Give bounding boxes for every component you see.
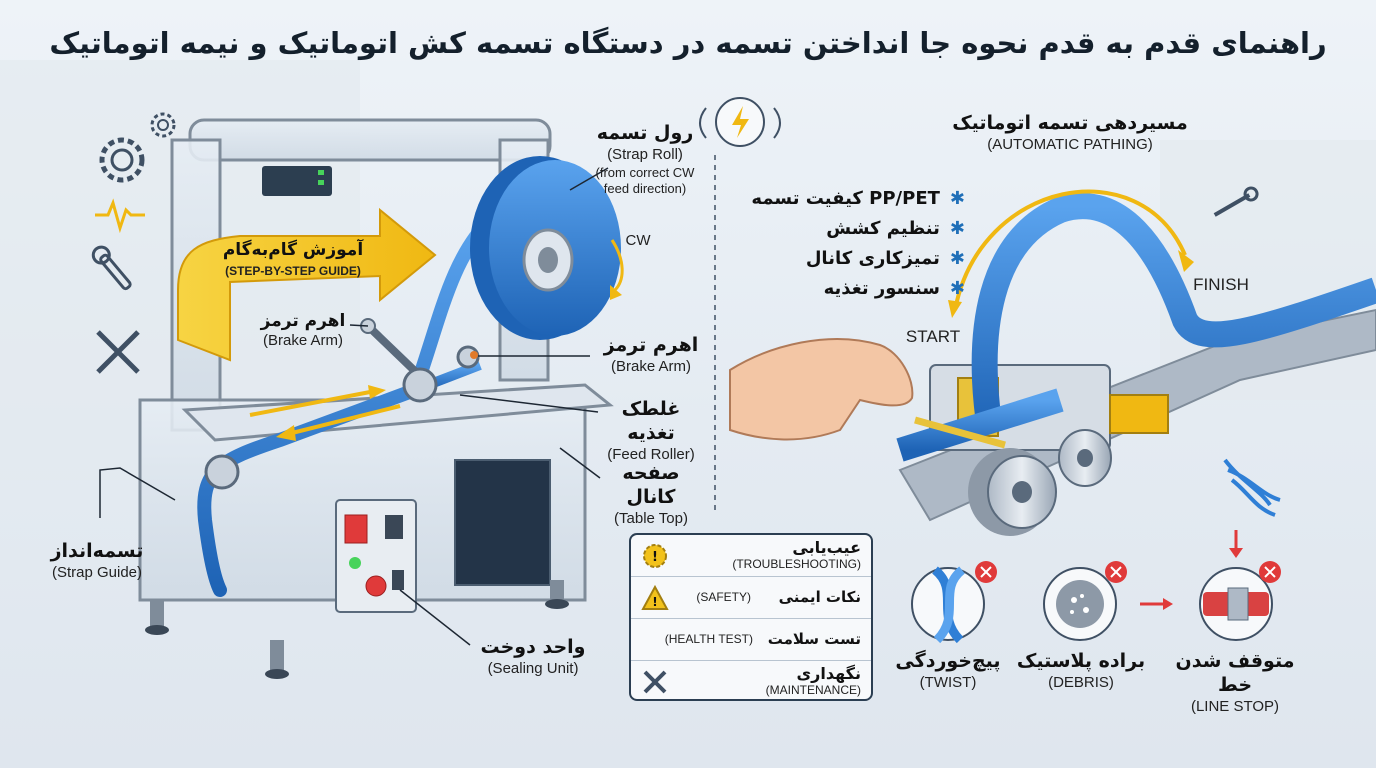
health-test-title: تست سلامت — [767, 630, 861, 648]
twist-problem-image — [911, 561, 997, 644]
asterisk-icon: ✱ — [949, 217, 965, 239]
step-by-step-guide-banner: آموزش گام‌به‌گام (STEP-BY-STEP GUIDE) — [178, 212, 408, 302]
machine-leg — [550, 580, 564, 602]
start-label: START — [905, 327, 961, 346]
strap-roll — [470, 156, 621, 340]
green-lamp — [349, 557, 361, 569]
feed-roller-label: غلطک تغذیه (Feed Roller) — [607, 398, 695, 463]
svg-text:!: ! — [652, 550, 658, 565]
guide-banner-title: آموزش گام‌به‌گام — [222, 240, 364, 260]
drive-roller — [968, 448, 1057, 536]
asterisk-icon: ✱ — [949, 277, 965, 299]
brake-arm-right-label: اهرم ترمز (Brake Arm) — [603, 334, 699, 375]
gear-warning-icon: ! — [643, 544, 667, 568]
machine-leg — [150, 600, 164, 628]
brake-arm — [364, 322, 424, 380]
debris-label: براده پلاستیک (DEBRIS) — [1016, 650, 1146, 691]
leader-lines — [99, 167, 609, 646]
table-top-label: صفحه کانال (Table Top) — [614, 462, 688, 527]
troubleshooting-row: ! عیب‌یابی (TROUBLESHOOTING) — [631, 535, 871, 577]
guide-banner-arrow — [177, 207, 437, 362]
maintenance-row: نگهداری (MAINTENANCE) — [631, 661, 871, 702]
wrench-icon — [91, 245, 132, 291]
table-top — [181, 383, 614, 442]
twist-label: پیچ‌خوردگی (TWIST) — [895, 650, 1001, 691]
motor-box — [454, 459, 551, 586]
red-button — [344, 514, 368, 544]
checklist-item: سنسور تغذیه✱ — [823, 277, 965, 299]
pressure-roller — [1058, 429, 1112, 487]
finish-label: FINISH — [1193, 275, 1249, 294]
pulse-icon — [95, 198, 145, 234]
asterisk-icon: ✱ — [949, 187, 965, 209]
display-screen — [262, 166, 332, 196]
tools-icon — [643, 670, 667, 694]
health-test-row: تست سلامت (HEALTH TEST) — [631, 619, 871, 661]
line-stop-problem-image — [1199, 561, 1281, 641]
pliers-icon — [1213, 186, 1259, 217]
tools-icon — [96, 330, 140, 374]
strap-roll-label: رول تسمه (Strap Roll) (from correct CW f… — [595, 122, 695, 196]
flow-arrow — [276, 404, 401, 441]
sealing-unit-label: واحد دوخت (Sealing Unit) — [480, 636, 586, 677]
maintenance-title: نگهداری — [796, 664, 861, 683]
machine-leg — [270, 640, 284, 672]
guide-roller — [204, 454, 240, 490]
strap-path — [197, 213, 497, 597]
stop-button — [365, 575, 387, 597]
maintenance-subtitle: (MAINTENANCE) — [765, 683, 861, 697]
line-stop-label: متوقف شدن خط (LINE STOP) — [1175, 650, 1295, 715]
machine-top-frame — [188, 118, 552, 162]
checklist-item: تمیزکاری کانال✱ — [805, 247, 965, 269]
flow-arrow — [249, 385, 386, 417]
key-switch — [392, 570, 404, 590]
cw-arrow — [610, 239, 624, 292]
safety-row: ! نکات ایمنی (SAFETY) — [631, 577, 871, 619]
strap-arch — [971, 193, 1376, 432]
cw-label: CW — [625, 232, 651, 249]
frayed-strap-icon — [1223, 458, 1281, 517]
automatic-pathing-label: مسیردهی تسمه اتوماتیک (AUTOMATIC PATHING… — [952, 112, 1188, 153]
checklist-item: کیفیت تسمه PP/PET✱ — [751, 187, 965, 209]
brake-arm-left-label: اهرم ترمز (Brake Arm) — [260, 311, 346, 350]
safety-title: نکات ایمنی — [778, 588, 861, 606]
troubleshooting-panel: ! عیب‌یابی (TROUBLESHOOTING) ! نکات ایمن… — [629, 533, 873, 701]
strap-guide-label: تسمه‌انداز (Strap Guide) — [50, 540, 144, 581]
troubleshooting-title: عیب‌یابی — [792, 538, 861, 557]
safety-subtitle: (SAFETY) — [696, 590, 751, 604]
gear-icon — [99, 137, 145, 183]
path-arrow — [953, 189, 1187, 311]
svg-text:!: ! — [652, 595, 657, 609]
checklist-item: تنظیم کشش✱ — [826, 217, 965, 239]
toggle-switch — [385, 515, 403, 539]
energy-icon — [699, 97, 781, 147]
warning-triangle-icon: ! — [641, 584, 669, 610]
feed-roller — [402, 367, 438, 403]
guide-banner-subtitle: (STEP-BY-STEP GUIDE) — [225, 264, 361, 278]
quality-checklist: کیفیت تسمه PP/PET✱ تنظیم کشش✱ تمیزکاری ک… — [735, 183, 965, 303]
health-test-subtitle: (HEALTH TEST) — [664, 632, 753, 646]
page-title: راهنمای قدم به قدم نحوه جا انداختن تسمه … — [49, 26, 1327, 60]
asterisk-icon: ✱ — [949, 247, 965, 269]
debris-problem-image — [1043, 561, 1127, 641]
troubleshooting-subtitle: (TROUBLESHOOTING) — [732, 557, 861, 571]
hand — [729, 338, 914, 441]
red-arrow-icon — [1140, 598, 1173, 610]
gear-icon — [150, 112, 176, 138]
